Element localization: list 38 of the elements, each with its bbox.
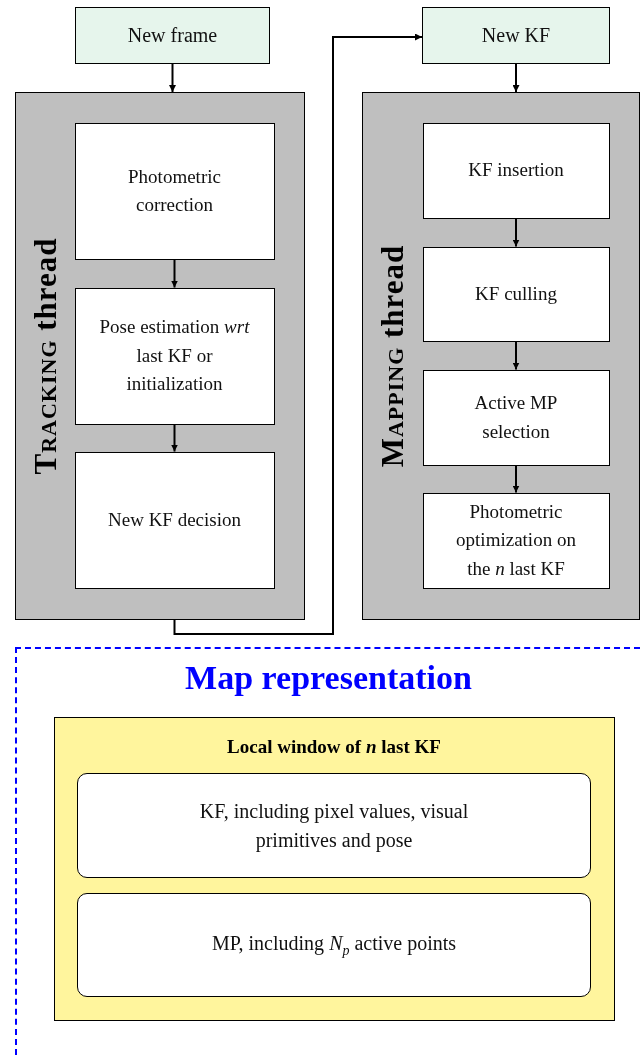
arrow: [512, 63, 520, 93]
thread-label: Mapping thread: [375, 244, 411, 468]
start-box: [75, 7, 270, 64]
box-label: New KF decision: [108, 507, 241, 532]
box-label: Photometric correction: [127, 164, 222, 217]
process-box: [74, 287, 275, 425]
start-box: [422, 7, 610, 64]
arrow: [512, 464, 520, 494]
process-box: [422, 122, 610, 219]
box-label: New KF: [481, 23, 551, 48]
arrow: [173, 33, 423, 635]
arrow: [169, 63, 176, 93]
thread-panel: [15, 92, 305, 620]
box-label: Photometric optimization on the n last KF: [455, 499, 577, 581]
arrow: [171, 423, 178, 453]
process-box: [74, 122, 275, 260]
dashed-region: [15, 647, 640, 1055]
box-label: KF insertion: [468, 158, 564, 183]
window-panel: [53, 716, 615, 1021]
box-label: KF, including pixel values, visual primitives and pose: [198, 798, 470, 854]
panel-title: Local window of n last KF: [227, 735, 441, 757]
process-box: [422, 246, 610, 342]
process-box: [422, 492, 610, 589]
thread-label: Tracking thread: [28, 237, 64, 475]
arrow: [512, 340, 520, 371]
box-label: New frame: [127, 23, 218, 48]
section-title: Map representation: [185, 659, 472, 696]
box-label: Active MP selection: [473, 391, 559, 444]
box-label: MP, including N$_{p}$ active points: [211, 930, 457, 960]
thread-panel: [362, 92, 640, 620]
process-box: [74, 451, 275, 589]
box-label: Pose estimation wrt last KF or initialization: [98, 315, 251, 397]
arrow: [512, 217, 520, 248]
content-card: [77, 773, 591, 878]
process-box: [422, 369, 610, 466]
box-label: KF culling: [475, 281, 557, 306]
content-card: [77, 893, 591, 997]
arrow: [171, 258, 178, 289]
